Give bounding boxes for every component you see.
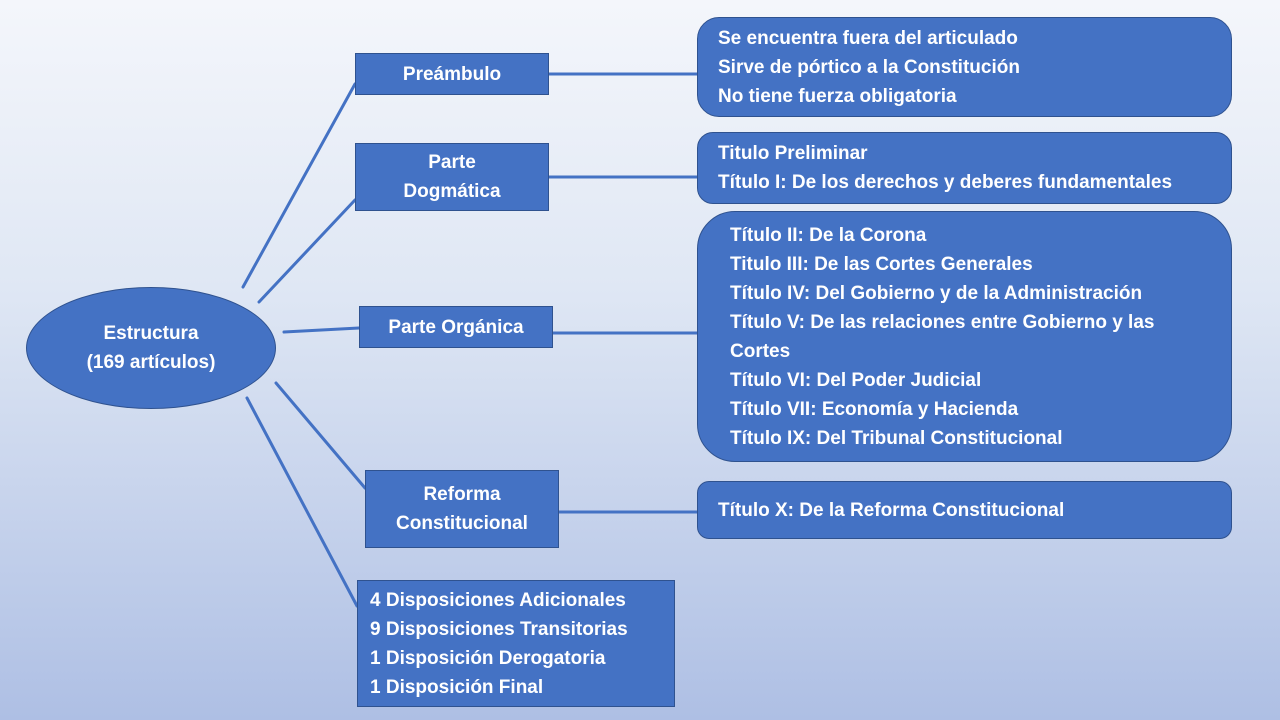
root-node-estructura: Estructura (169 artículos) [26, 287, 276, 409]
root-title: Estructura [103, 323, 199, 344]
detail-organica-line: Cortes [730, 340, 791, 362]
branch-dogmatica-line2: Dogmática [403, 181, 501, 202]
branch-preambulo-label: Preámbulo [402, 63, 502, 85]
branch-preambulo: Preámbulo [355, 53, 549, 95]
disposiciones-item: 1 Disposición Derogatoria [370, 647, 606, 669]
disposiciones-item: 1 Disposición Final [370, 676, 544, 698]
detail-organica-line: Título II: De la Corona [730, 224, 927, 246]
connector-root-preambulo [241, 82, 357, 289]
connector-root-dogmatica [257, 198, 357, 304]
detail-reforma: Título X: De la Reforma Constitucional [697, 481, 1232, 539]
detail-organica-line: Título VI: Del Poder Judicial [730, 369, 982, 391]
disposiciones-item: 9 Disposiciones Transitorias [370, 618, 628, 640]
branch-disposiciones: 4 Disposiciones Adicionales 9 Disposicio… [357, 580, 675, 707]
detail-organica-line: Título V: De las relaciones entre Gobier… [730, 311, 1155, 333]
detail-organica-line: Título IV: Del Gobierno y de la Administ… [730, 282, 1143, 304]
branch-parte-organica: Parte Orgánica [359, 306, 553, 348]
branch-organica-label: Parte Orgánica [388, 316, 524, 338]
detail-dogmatica-line: Título I: De los derechos y deberes fund… [718, 172, 1173, 193]
connector-root-disposiciones [245, 396, 359, 608]
branch-dogmatica-line1: Parte [428, 152, 476, 173]
detail-preambulo-line: No tiene fuerza obligatoria [718, 85, 957, 107]
branch-reforma-line1: Reforma [423, 484, 501, 505]
branch-parte-dogmatica: Parte Dogmática [355, 143, 549, 211]
detail-reforma-line: Título X: De la Reforma Constitucional [718, 499, 1065, 521]
branch-reforma-constitucional: Reforma Constitucional [365, 470, 559, 548]
detail-preambulo-line: Se encuentra fuera del articulado [718, 27, 1018, 49]
root-subtitle: (169 artículos) [86, 352, 216, 373]
detail-organica-line: Título IX: Del Tribunal Constitucional [730, 427, 1063, 449]
detail-preambulo: Se encuentra fuera del articulado Sirve … [697, 17, 1232, 117]
detail-dogmatica-line: Titulo Preliminar [718, 143, 868, 164]
detail-organica-line: Titulo III: De las Cortes Generales [730, 253, 1033, 275]
detail-organica: Título II: De la Corona Titulo III: De l… [697, 211, 1232, 462]
detail-preambulo-line: Sirve de pórtico a la Constitución [718, 56, 1020, 78]
disposiciones-item: 4 Disposiciones Adicionales [370, 589, 626, 611]
connector-root-organica [282, 326, 361, 334]
connector-root-reforma [274, 381, 367, 490]
detail-organica-line: Título VII: Economía y Hacienda [730, 398, 1019, 420]
branch-reforma-line2: Constitucional [396, 513, 528, 534]
detail-dogmatica: Titulo Preliminar Título I: De los derec… [697, 132, 1232, 204]
